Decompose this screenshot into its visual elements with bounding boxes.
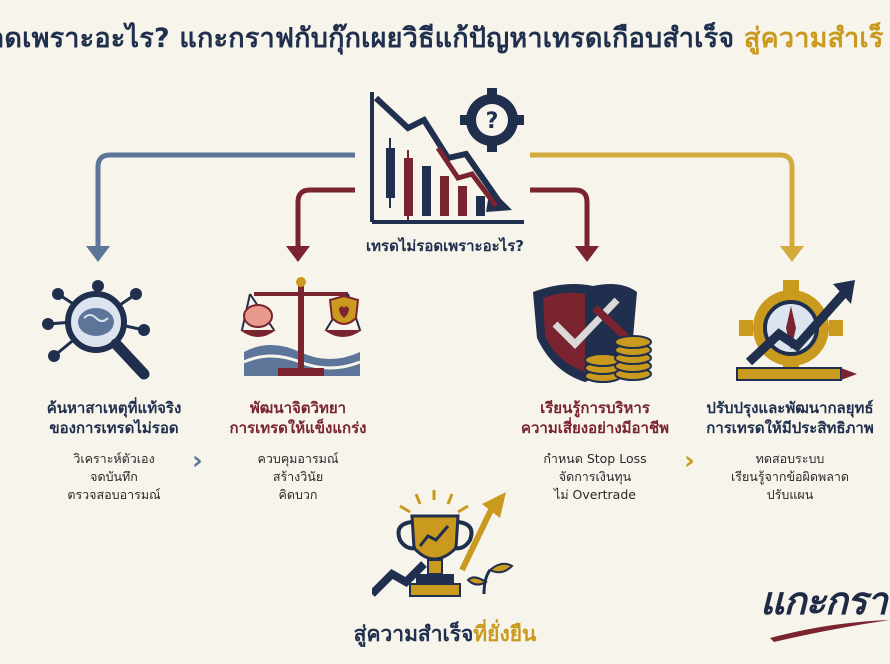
- psychology-heading-line-2: การเทรดให้แข็งแกร่ง: [229, 419, 367, 437]
- psychology-heading-line-1: พัฒนาจิตวิทยา: [249, 399, 347, 417]
- connector-mid-right: [530, 187, 590, 248]
- cause-column: ค้นหาสาเหตุที่แท้จริง ของการเทรดไม่รอด ว…: [14, 398, 214, 504]
- strategy-point: ทดสอบระบบ: [755, 451, 825, 466]
- gear-growth-icon: [736, 280, 857, 381]
- arrowhead-right: [780, 246, 804, 262]
- risk-column: เรียนรู้การบริหาร ความเสี่ยงอย่างมีอาชีพ…: [490, 398, 700, 504]
- balance-scale-icon: [240, 277, 362, 376]
- title-highlight: สู่ความสำเร็: [743, 23, 884, 54]
- psychology-point: สร้างวินัย: [272, 469, 324, 484]
- risk-points: กำหนด Stop Loss จัดการเงินทุน ไม่ Overtr…: [490, 450, 700, 504]
- logo-swoosh-icon: [770, 620, 890, 642]
- arrowhead-mid-left: [286, 246, 310, 262]
- falling-chart-icon: ?: [370, 88, 524, 224]
- psychology-point: คิดบวก: [278, 487, 318, 502]
- center-question-label: เทรดไม่รอดเพราะอะไร?: [366, 237, 524, 255]
- bottom-title-main: สู่ความสำเร็จ: [353, 622, 474, 646]
- strategy-points: ทดสอบระบบ เรียนรู้จากข้อผิดพลาด ปรับแผน: [690, 450, 890, 504]
- arrowhead-mid-right: [575, 246, 599, 262]
- risk-point: กำหนด Stop Loss: [543, 451, 647, 466]
- risk-point: ไม่ Overtrade: [554, 487, 636, 502]
- bottom-title-highlight: ที่ยั่งยืน: [473, 622, 537, 646]
- arrowhead-left: [86, 246, 110, 262]
- psychology-heading: พัฒนาจิตวิทยา การเทรดให้แข็งแกร่ง: [208, 398, 388, 438]
- chevron-right-icon: ›: [684, 446, 695, 476]
- shield-coins-icon: [533, 284, 652, 383]
- risk-point: จัดการเงินทุน: [558, 469, 632, 484]
- cause-point: ตรวจสอบอารมณ์: [67, 487, 161, 502]
- strategy-heading-line-1: ปรับปรุงและพัฒนากลยุทธ์: [706, 399, 874, 417]
- cause-heading-line-2: ของการเทรดไม่รอด: [49, 419, 179, 437]
- bottom-title: สู่ความสำเร็จที่ยั่งยืน: [300, 618, 590, 651]
- cause-point: วิเคราะห์ตัวเอง: [73, 451, 155, 466]
- cause-heading-line-1: ค้นหาสาเหตุที่แท้จริง: [46, 399, 182, 417]
- strategy-point: ปรับแผน: [766, 487, 814, 502]
- connector-mid-left: [295, 187, 355, 248]
- connector-right: [530, 152, 795, 248]
- psychology-points: ควบคุมอารมณ์ สร้างวินัย คิดบวก: [208, 450, 388, 504]
- trophy-icon: [372, 490, 514, 597]
- risk-heading-line-1: เรียนรู้การบริหาร: [540, 399, 650, 417]
- psychology-point: ควบคุมอารมณ์: [257, 451, 339, 466]
- page-title: อดเพราะอะไร? แกะกราฟกับกุ๊กเผยวิธีแก้ปัญ…: [0, 16, 884, 59]
- strategy-point: เรียนรู้จากข้อผิดพลาด: [730, 469, 849, 484]
- cause-points: วิเคราะห์ตัวเอง จดบันทึก ตรวจสอบอารมณ์: [14, 450, 214, 504]
- risk-heading: เรียนรู้การบริหาร ความเสี่ยงอย่างมีอาชีพ: [490, 398, 700, 438]
- brand-logo: แกะกราฟ: [760, 579, 890, 623]
- svg-text:?: ?: [486, 109, 499, 134]
- title-main: อดเพราะอะไร? แกะกราฟกับกุ๊กเผยวิธีแก้ปัญ…: [0, 23, 744, 54]
- psychology-column: พัฒนาจิตวิทยา การเทรดให้แข็งแกร่ง ควบคุม…: [208, 398, 388, 504]
- risk-heading-line-2: ความเสี่ยงอย่างมีอาชีพ: [520, 419, 670, 437]
- brain-magnifier-icon: [42, 280, 150, 380]
- strategy-heading: ปรับปรุงและพัฒนากลยุทธ์ การเทรดให้มีประส…: [690, 398, 890, 438]
- cause-point: จดบันทึก: [90, 469, 138, 484]
- cause-heading: ค้นหาสาเหตุที่แท้จริง ของการเทรดไม่รอด: [14, 398, 214, 438]
- strategy-heading-line-2: การเทรดให้มีประสิทธิภาพ: [706, 419, 874, 437]
- strategy-column: ปรับปรุงและพัฒนากลยุทธ์ การเทรดให้มีประส…: [690, 398, 890, 504]
- connector-left: [95, 152, 355, 248]
- chevron-right-icon: ›: [192, 446, 203, 476]
